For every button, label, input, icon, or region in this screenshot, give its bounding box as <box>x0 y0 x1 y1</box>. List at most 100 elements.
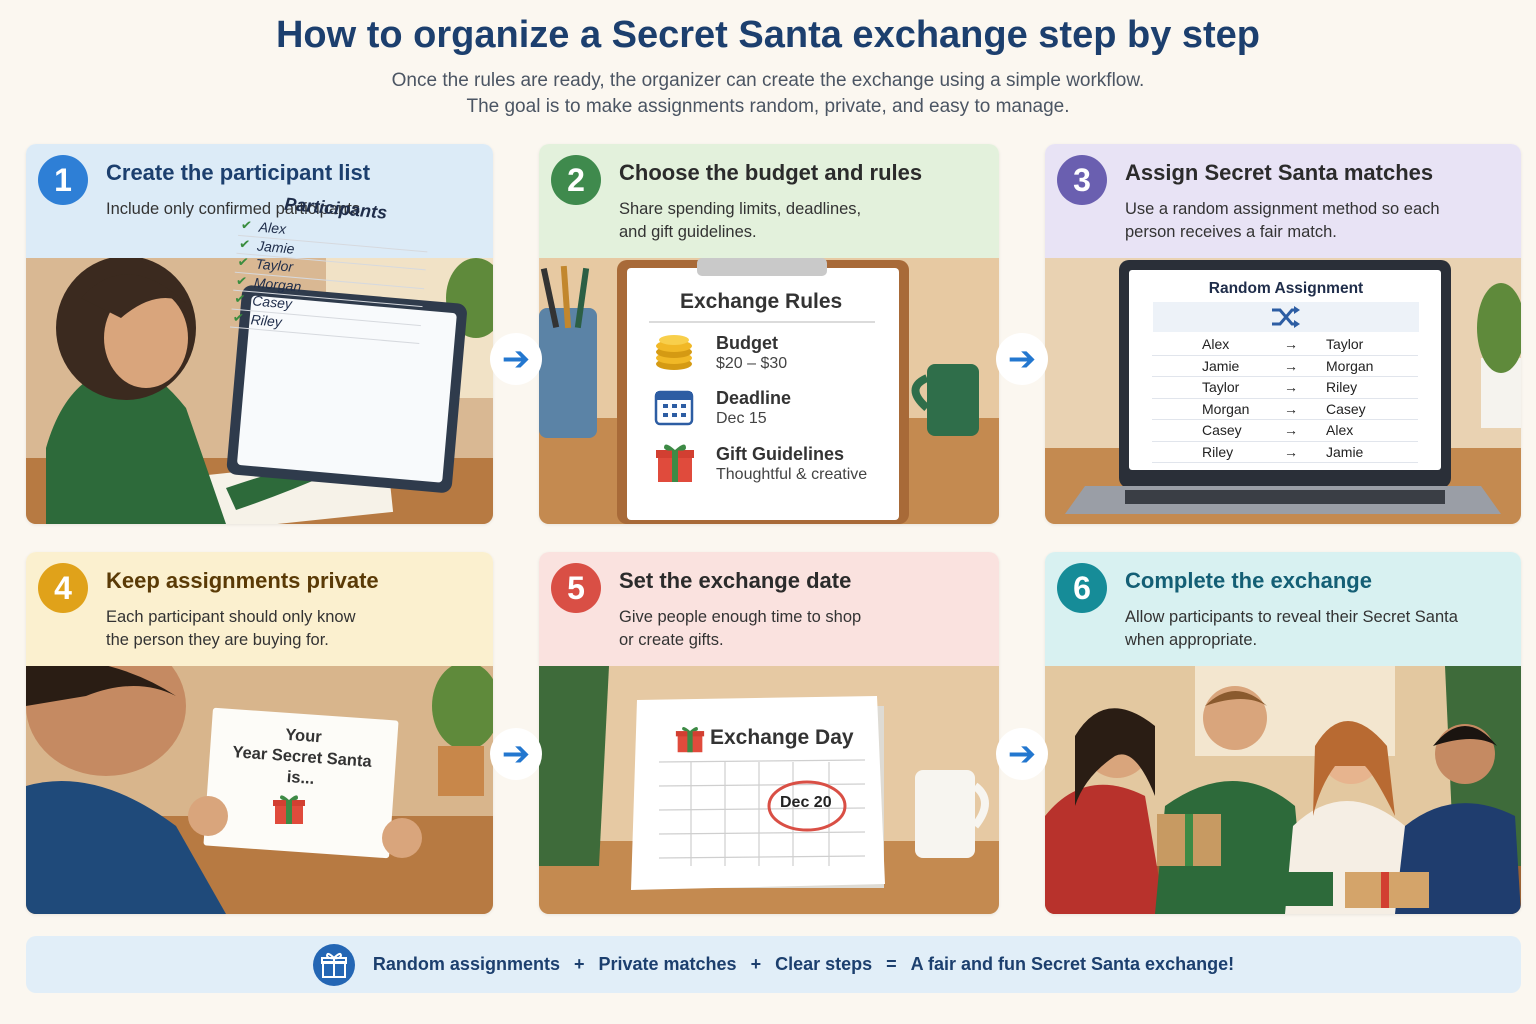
subtitle-line-1: Once the rules are ready, the organizer … <box>391 70 1145 91</box>
summary-operator: = <box>886 954 897 974</box>
assign-arrow: → <box>1284 336 1298 352</box>
receiver: Riley <box>1326 379 1358 395</box>
page-title: How to organize a Secret Santa exchange … <box>275 14 1261 56</box>
gift-icon <box>675 727 705 753</box>
assignment-row: Casey → Alex <box>1152 420 1418 442</box>
rules-heading: Exchange Rules <box>680 290 843 313</box>
shuffle-icon <box>1272 306 1300 328</box>
step-header: 5 Set the exchange date Give people enou… <box>539 552 999 666</box>
step-number-badge: 6 <box>1057 563 1107 613</box>
step-header: 2 Choose the budget and rules Share spen… <box>539 144 999 258</box>
step-number-badge: 2 <box>551 155 601 205</box>
step-title: Complete the exchange <box>1125 568 1372 593</box>
giver: Taylor <box>1202 379 1240 395</box>
step-description: Give people enough time to shop or creat… <box>619 606 861 652</box>
scene-laptop <box>1045 258 1521 524</box>
assignment-row: Morgan → Casey <box>1152 399 1418 420</box>
step-title: Assign Secret Santa matches <box>1125 160 1434 185</box>
summary-banner: Random assignments + Private matches + C… <box>26 936 1521 993</box>
desc-line: person receives a fair match. <box>1125 223 1337 241</box>
assignment-row: Alex → Taylor <box>1152 334 1418 356</box>
desc-line: Each participant should only know <box>106 608 356 626</box>
rule-value: $20 – $30 <box>716 355 788 372</box>
summary-operator: + <box>573 954 585 974</box>
flow-arrow-2-3: ➔ <box>996 333 1048 385</box>
assign-arrow: → <box>1284 379 1298 395</box>
step-card-6: 6 Complete the exchange Allow participan… <box>1045 552 1521 914</box>
scene-friends-exchange <box>1045 666 1521 914</box>
rule-label: Gift Guidelines <box>716 444 845 464</box>
assign-arrow: → <box>1284 422 1298 438</box>
receiver: Casey <box>1326 400 1366 417</box>
step-header: 4 Keep assignments private Each particip… <box>26 552 493 666</box>
step-header: 1 Create the participant list Include on… <box>26 144 493 258</box>
receiver: Jamie <box>1326 443 1364 460</box>
assign-arrow: → <box>1284 357 1298 374</box>
step-title: Set the exchange date <box>619 568 852 593</box>
step-number-badge: 1 <box>38 155 88 205</box>
desc-line: Use a random assignment method so each <box>1125 200 1440 218</box>
step-description: Share spending limits, deadlines, and gi… <box>619 198 861 244</box>
scene-reveal-card <box>26 666 493 914</box>
subtitle-line-2: The goal is to make assignments random, … <box>466 96 1070 117</box>
desc-line: the person they are buying for. <box>106 631 329 649</box>
desc-line: when appropriate. <box>1125 631 1258 649</box>
step-card-4: 4 Keep assignments private Each particip… <box>26 552 493 914</box>
calendar-heading: Exchange Day <box>710 726 854 749</box>
step-header: 6 Complete the exchange Allow participan… <box>1045 552 1521 666</box>
calendar-icon <box>654 390 694 426</box>
scene-clipboard <box>539 258 999 524</box>
rule-value: Dec 15 <box>716 410 767 427</box>
assignment-heading: Random Assignment <box>1208 280 1364 297</box>
step-number-badge: 5 <box>551 563 601 613</box>
assignment-row: Taylor → Riley <box>1152 377 1418 399</box>
giver: Alex <box>1202 336 1230 352</box>
summary-operator: + <box>750 954 762 974</box>
assignment-row: Jamie → Morgan <box>1152 356 1418 377</box>
desc-line: Include only confirmed participants. <box>106 200 365 218</box>
step-title: Keep assignments private <box>106 568 379 593</box>
desc-line: and gift guidelines. <box>619 223 757 241</box>
step-title: Choose the budget and rules <box>619 160 923 185</box>
receiver: Taylor <box>1326 336 1364 352</box>
step-title: Create the participant list <box>106 160 371 185</box>
page-subtitle: Once the rules are ready, the organizer … <box>0 68 1536 120</box>
step-header: 3 Assign Secret Santa matches Use a rand… <box>1045 144 1521 258</box>
giver: Casey <box>1202 422 1242 438</box>
giver: Morgan <box>1202 400 1250 417</box>
calendar-date: Dec 20 <box>780 794 832 811</box>
step-card-2: 2 Choose the budget and rules Share spen… <box>539 144 999 524</box>
assign-arrow: → <box>1284 443 1298 460</box>
giver: Riley <box>1202 443 1234 460</box>
desc-line: Share spending limits, deadlines, <box>619 200 862 218</box>
flow-arrow-4-5: ➔ <box>490 728 542 780</box>
assign-arrow: → <box>1284 400 1298 417</box>
summary-part: Random assignments <box>372 954 560 974</box>
gift-icon <box>656 444 694 482</box>
summary-part: Private matches <box>598 954 737 974</box>
flow-arrow-5-6: ➔ <box>996 728 1048 780</box>
desc-line: Allow participants to reveal their Secre… <box>1125 608 1458 626</box>
assignment-row: Riley → Jamie <box>1152 442 1418 463</box>
gift-icon <box>273 795 305 824</box>
receiver: Alex <box>1326 422 1354 438</box>
gift-icon <box>312 943 355 986</box>
summary-part: A fair and fun Secret Santa exchange! <box>910 954 1235 974</box>
step-description: Include only confirmed participants. <box>106 198 365 221</box>
step-description: Each participant should only know the pe… <box>106 606 355 652</box>
step-card-5: 5 Set the exchange date Give people enou… <box>539 552 999 914</box>
summary-part: Clear steps <box>775 954 873 974</box>
receiver: Morgan <box>1326 357 1374 374</box>
giver: Jamie <box>1202 357 1240 374</box>
reveal-note: Your Year Secret Santa is... <box>220 720 384 794</box>
rule-label: Deadline <box>716 388 792 408</box>
rule-label: Budget <box>716 333 778 353</box>
step-description: Use a random assignment method so each p… <box>1125 198 1440 244</box>
rule-value: Thoughtful & creative <box>716 466 868 483</box>
flow-arrow-1-2: ➔ <box>490 333 542 385</box>
desc-line: Give people enough time to shop <box>619 608 862 626</box>
scene-desk-calendar <box>539 666 999 914</box>
desc-line: or create gifts. <box>619 631 724 649</box>
step-number-badge: 3 <box>1057 155 1107 205</box>
step-card-3: 3 Assign Secret Santa matches Use a rand… <box>1045 144 1521 524</box>
